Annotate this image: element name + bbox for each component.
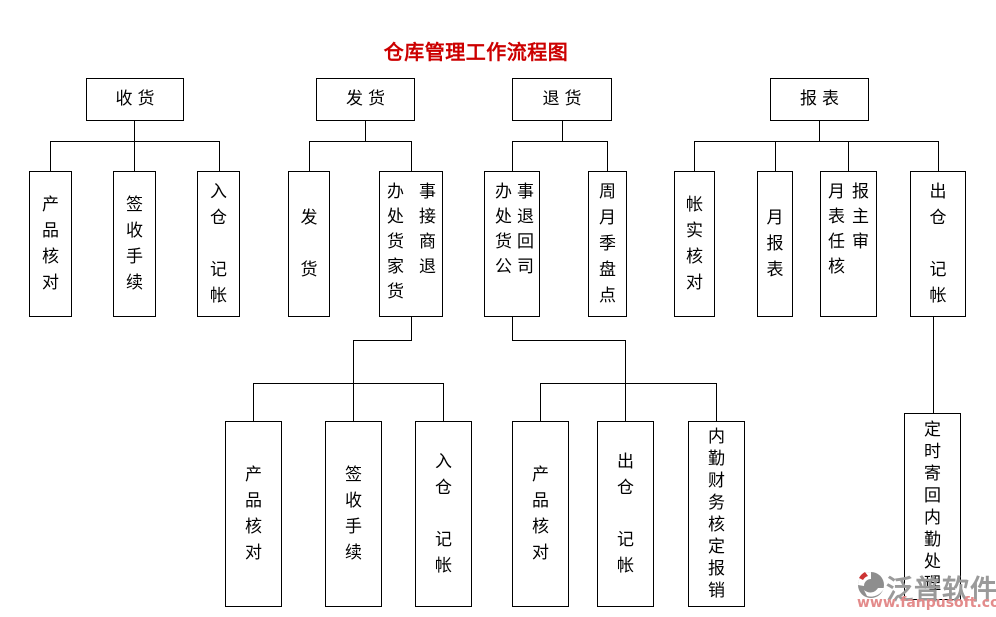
node-warehouse-in-ship-text: 入仓 记帐 (435, 452, 452, 576)
connector-line (694, 141, 939, 142)
node-receiving-label: 收货 (115, 89, 160, 109)
node-signoff-ship-text: 签收手续 (345, 465, 362, 563)
connector-line (694, 141, 695, 171)
connector-line (309, 141, 412, 142)
node-timed-mail-backoffice: 定时寄回内勤处理 (904, 413, 961, 600)
node-ship-goods-text: 发 货 (300, 208, 318, 280)
node-office-return-to-company: 办事处退货回公司 (484, 171, 540, 317)
node-backoffice-finance-reimburse: 内勤财务核定报销 (688, 421, 745, 607)
connector-line (512, 141, 608, 142)
node-book-physical-check: 帐实核对 (674, 171, 715, 317)
node-signoff-ship: 签收手续 (325, 421, 382, 607)
node-warehouse-out-report-text: 出仓 记帐 (929, 182, 947, 306)
connector-line (134, 121, 135, 141)
node-product-check-return-text: 产品核对 (532, 465, 549, 563)
node-office-return-to-company-text: 办事处退货回公司 (495, 182, 539, 277)
node-timed-mail-backoffice-text: 定时寄回内勤处理 (924, 419, 941, 594)
node-ship-goods: 发 货 (288, 171, 330, 317)
node-warehouse-in-recv-text: 入仓 记帐 (210, 182, 227, 306)
connector-line (353, 340, 354, 383)
node-office-receive-merchant-returns-text: 办事处接货商家退货 (387, 182, 451, 302)
connector-line (562, 121, 563, 141)
node-signoff-recv-text: 签收手续 (126, 195, 143, 293)
node-book-physical-check-text: 帐实核对 (686, 195, 703, 293)
connector-line (219, 141, 220, 171)
connector-line (411, 141, 412, 171)
watermark-url-text: www.fanpusoft.com (857, 595, 996, 611)
node-warehouse-out-return-text: 出仓 记帐 (617, 452, 634, 576)
page-title: 仓库管理工作流程图 (383, 40, 569, 64)
connector-line (625, 340, 626, 383)
node-receiving: 收货 (86, 78, 184, 121)
node-periodic-stocktake: 周月季盘点 (588, 171, 627, 317)
node-periodic-stocktake-text: 周月季盘点 (599, 182, 616, 306)
connector-line (540, 383, 717, 384)
connector-line (443, 383, 444, 421)
connector-line (512, 141, 513, 171)
node-warehouse-out-return: 出仓 记帐 (597, 421, 654, 607)
node-signoff-recv: 签收手续 (113, 171, 156, 317)
node-product-check-ship-text: 产品核对 (245, 465, 262, 563)
node-shipping: 发货 (316, 78, 415, 121)
connector-line (365, 121, 366, 141)
connector-line (933, 317, 934, 413)
node-product-check-return: 产品核对 (512, 421, 569, 607)
node-reports: 报表 (770, 78, 869, 121)
connector-line (253, 383, 444, 384)
connector-line (775, 141, 776, 171)
connector-line (353, 340, 412, 341)
connector-line (512, 317, 513, 341)
node-monthly-report-review-text: 月报表主任审核 (828, 182, 876, 277)
connector-line (353, 383, 354, 421)
node-backoffice-finance-reimburse-text: 内勤财务核定报销 (708, 427, 725, 601)
node-warehouse-in-recv: 入仓 记帐 (197, 171, 240, 317)
node-monthly-report: 月报表 (757, 171, 793, 317)
fanpu-logo-icon (858, 572, 884, 598)
node-product-check-ship: 产品核对 (225, 421, 282, 607)
node-returns: 退货 (512, 78, 612, 121)
node-monthly-report-text: 月报表 (766, 208, 784, 280)
node-warehouse-out-report: 出仓 记帐 (910, 171, 966, 317)
node-office-receive-merchant-returns: 办事处接货商家退货 (379, 171, 443, 317)
connector-line (309, 141, 310, 171)
connector-line (848, 141, 849, 171)
node-returns-label: 退货 (542, 89, 587, 109)
node-reports-label: 报表 (800, 89, 844, 109)
connector-line (411, 317, 412, 341)
connector-line (50, 141, 51, 171)
connector-line (716, 383, 717, 421)
node-warehouse-in-ship: 入仓 记帐 (415, 421, 472, 607)
watermark-brand-text: 泛普软件 (886, 575, 996, 606)
connector-line (512, 340, 626, 341)
node-shipping-label: 发货 (346, 89, 390, 109)
connector-line (938, 141, 939, 171)
connector-line (819, 121, 820, 141)
node-monthly-report-review: 月报表主任审核 (820, 171, 877, 317)
connector-line (134, 141, 135, 171)
connector-line (607, 141, 608, 171)
node-product-check-recv: 产品核对 (29, 171, 72, 317)
connector-line (253, 383, 254, 421)
connector-line (625, 383, 626, 421)
connector-line (540, 383, 541, 421)
node-product-check-recv-text: 产品核对 (42, 195, 59, 293)
